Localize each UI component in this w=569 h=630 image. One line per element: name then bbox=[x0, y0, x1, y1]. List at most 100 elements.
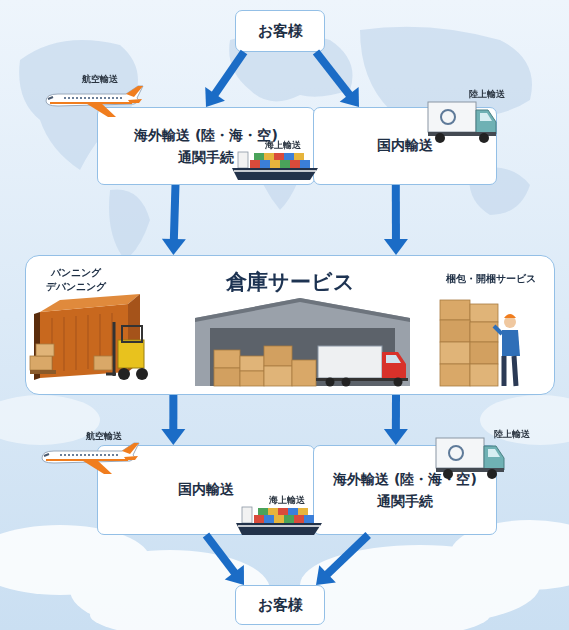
container-forklift-illustration bbox=[118, 340, 144, 368]
flow-arrow bbox=[316, 52, 359, 107]
packing-illustration bbox=[504, 314, 516, 318]
packing-illustration bbox=[470, 364, 498, 386]
container-forklift-illustration bbox=[30, 356, 52, 370]
arrow-head bbox=[205, 87, 225, 107]
packing-illustration bbox=[440, 300, 520, 386]
flow-arrow bbox=[384, 185, 408, 255]
transport-label: 陸上輸送 bbox=[494, 428, 530, 441]
packing-illustration bbox=[440, 300, 470, 320]
flow-arrow bbox=[205, 52, 244, 107]
warehouse-illustration bbox=[292, 360, 316, 386]
airplane-icon bbox=[46, 86, 143, 117]
truck-icon bbox=[428, 102, 496, 143]
arrow-head bbox=[384, 239, 408, 255]
warehouse-illustration bbox=[210, 328, 395, 386]
warehouse-illustration bbox=[264, 366, 292, 386]
arrow-shaft bbox=[327, 535, 368, 575]
warehouse-illustration bbox=[240, 356, 264, 371]
packing-illustration bbox=[504, 316, 516, 328]
arrow-head bbox=[225, 565, 244, 585]
transport-label: 海上輸送 bbox=[269, 494, 305, 507]
node-title: 国内輸送 bbox=[178, 481, 234, 499]
container-forklift-illustration bbox=[34, 312, 40, 380]
warehouse-illustration bbox=[386, 355, 401, 363]
warehouse-illustration bbox=[318, 346, 382, 378]
warehouse-illustration bbox=[316, 378, 408, 381]
warehouse-illustration bbox=[240, 371, 264, 386]
flow-arrow bbox=[161, 395, 185, 445]
packing-illustration bbox=[494, 326, 502, 334]
packing-illustration bbox=[470, 342, 498, 364]
transport-label: 航空輸送 bbox=[82, 73, 118, 86]
airplane-icon bbox=[42, 443, 139, 474]
process-box: 国内輸送 bbox=[97, 445, 315, 535]
clouds bbox=[90, 585, 490, 630]
clouds bbox=[300, 545, 540, 625]
world-map bbox=[109, 189, 150, 260]
node-subtitle: 梱包・開梱サービス bbox=[446, 272, 536, 286]
node-title: お客様 bbox=[258, 22, 303, 41]
arrow-head bbox=[162, 239, 186, 255]
arrow-head bbox=[316, 565, 336, 585]
arrow-shaft bbox=[392, 185, 400, 240]
customer-box: お客様 bbox=[235, 10, 325, 52]
packing-illustration bbox=[470, 322, 498, 342]
flow-arrow bbox=[206, 535, 244, 585]
warehouse-illustration bbox=[342, 378, 351, 387]
arrow-shaft bbox=[215, 52, 244, 95]
ship-icon bbox=[232, 152, 318, 180]
container-forklift-illustration bbox=[30, 370, 56, 374]
warehouse-illustration bbox=[195, 298, 410, 387]
container-forklift-illustration bbox=[118, 368, 130, 380]
arrow-head bbox=[340, 87, 359, 107]
warehouse-illustration bbox=[214, 368, 240, 386]
packing-illustration bbox=[504, 356, 516, 386]
arrow-shaft bbox=[392, 395, 400, 430]
arrow-head bbox=[161, 429, 185, 445]
packing-illustration bbox=[440, 364, 470, 386]
packing-illustration bbox=[470, 304, 498, 322]
warehouse-illustration bbox=[214, 350, 240, 368]
container-forklift-illustration bbox=[36, 344, 54, 356]
warehouse-illustration bbox=[394, 378, 403, 387]
warehouse-illustration bbox=[195, 298, 410, 322]
ship-icon bbox=[236, 507, 322, 535]
transport-label: 航空輸送 bbox=[86, 430, 122, 443]
process-box: 国内輸送 bbox=[313, 107, 497, 185]
warehouse-illustration bbox=[382, 352, 406, 378]
flow-arrow bbox=[162, 185, 186, 255]
arrow-head bbox=[384, 429, 408, 445]
transport-label: 海上輸送 bbox=[265, 139, 301, 152]
clouds bbox=[0, 395, 569, 630]
arrow-shaft bbox=[316, 52, 350, 95]
warehouse-illustration bbox=[326, 378, 335, 387]
truck-icon bbox=[436, 438, 504, 479]
node-title: 海外輸送 (陸・海・空) 通関手続 bbox=[323, 468, 488, 513]
packing-illustration bbox=[440, 320, 470, 342]
container-forklift-illustration bbox=[106, 322, 116, 376]
transport-label: 陸上輸送 bbox=[469, 88, 505, 101]
container-forklift-illustration bbox=[94, 356, 112, 370]
node-title: 海外輸送 (陸・海・空) 通関手続 bbox=[124, 124, 289, 169]
packing-illustration bbox=[502, 330, 520, 356]
node-title: 国内輸送 bbox=[377, 137, 433, 155]
warehouse-band: 倉庫サービスバンニング デバンニング梱包・開梱サービス bbox=[25, 255, 555, 395]
node-title: お客様 bbox=[258, 596, 303, 615]
flow-arrow bbox=[316, 535, 368, 585]
arrow-shaft bbox=[174, 185, 176, 240]
container-forklift-illustration bbox=[52, 313, 112, 372]
clouds bbox=[0, 525, 150, 595]
container-forklift-illustration bbox=[136, 368, 148, 380]
container-forklift-illustration bbox=[122, 326, 142, 342]
container-forklift-illustration bbox=[40, 294, 140, 312]
arrow-shaft bbox=[206, 535, 235, 573]
packing-illustration bbox=[440, 342, 470, 364]
warehouse-illustration bbox=[264, 346, 292, 366]
node-subtitle: バンニング デバンニング bbox=[44, 266, 108, 293]
container-forklift-illustration bbox=[40, 304, 128, 378]
warehouse-illustration bbox=[195, 298, 410, 386]
clouds bbox=[0, 395, 100, 445]
container-forklift-illustration bbox=[30, 294, 148, 380]
customer-box: お客様 bbox=[235, 585, 325, 625]
